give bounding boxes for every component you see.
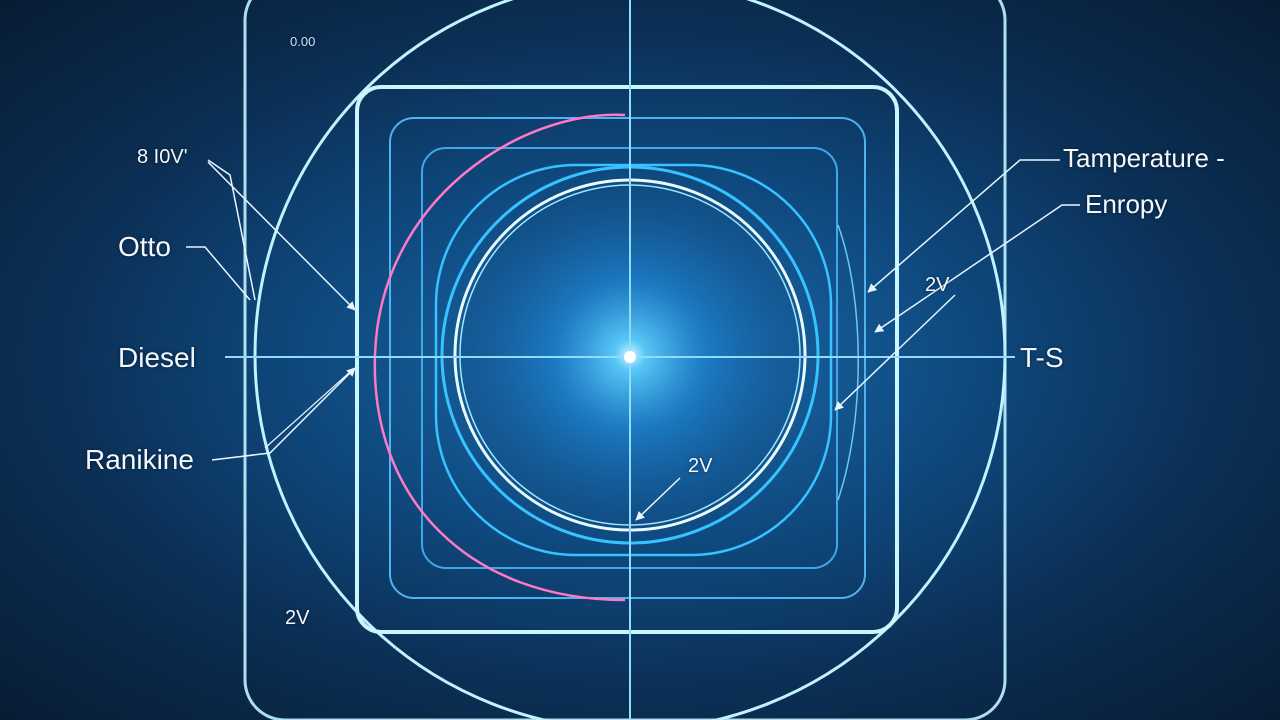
leader-rankine-2 <box>264 371 351 449</box>
cycle-loop-cyan-outer <box>434 163 833 557</box>
outer-circle <box>253 0 1007 720</box>
leader-otto <box>186 246 251 301</box>
cycle-pink-arc <box>373 113 626 602</box>
right-thin-curve <box>837 224 859 501</box>
leader-center-2v <box>635 477 681 521</box>
rankine-label: Ranikine <box>85 444 194 475</box>
inner-square-frame <box>355 85 899 634</box>
leader-right-2v <box>834 294 956 411</box>
top-left-small-label: 0.00 <box>290 34 316 49</box>
leader-temperature <box>867 159 1060 293</box>
diesel-label: Diesel <box>118 342 196 373</box>
temperature-label: Tamperature - <box>1063 143 1225 173</box>
right-mid-label: 2V <box>925 274 950 296</box>
otto-label: Otto <box>118 231 171 262</box>
left-top-label: 8 I0V' <box>137 146 188 168</box>
center-point <box>624 351 636 363</box>
center-bottom-label: 2V <box>688 455 713 477</box>
ts-label: T-S <box>1020 342 1064 373</box>
bottom-left-label: 2V <box>285 607 310 629</box>
leader-top-left <box>207 159 256 301</box>
leader-8v <box>207 161 356 311</box>
leader-entropy <box>874 204 1080 333</box>
leader-rankine <box>211 367 356 461</box>
entropy-label: Enropy <box>1085 189 1168 219</box>
